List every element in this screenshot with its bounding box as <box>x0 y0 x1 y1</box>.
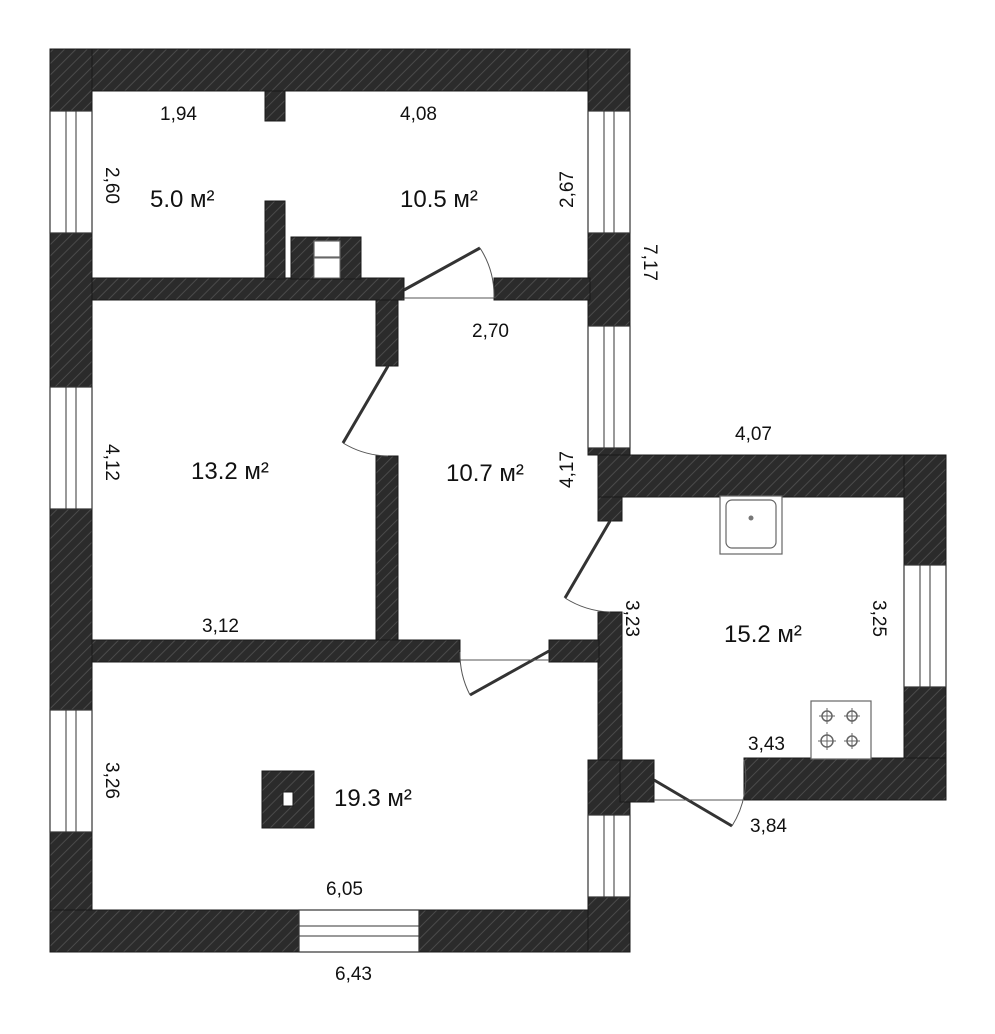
window-kitchen-right <box>903 564 947 688</box>
dim-605: 6,05 <box>326 879 363 900</box>
wall-divider-small-room <box>264 200 286 280</box>
room-area-r4: 10.7 м² <box>446 460 524 487</box>
wall-top-stub <box>264 90 286 122</box>
door-exit <box>653 759 747 828</box>
wall-kitchen-top <box>597 454 947 498</box>
dim-408: 4,08 <box>400 104 437 125</box>
dimension-labels: 1,94 4,08 2,60 2,67 7,17 2,70 4,12 4,17 … <box>101 104 889 985</box>
chimney-opening <box>313 257 341 279</box>
window-left-1 <box>49 110 93 234</box>
dim-643: 6,43 <box>335 964 372 985</box>
chimney-icon <box>313 240 341 258</box>
wall-kitchen-bottom-left <box>619 759 655 803</box>
stove-icon <box>810 700 872 760</box>
wall-kitchen-left-lower <box>597 611 623 761</box>
window-left-3 <box>49 709 93 833</box>
window-right-2 <box>587 325 631 449</box>
room-area-r2: 10.5 м² <box>400 186 478 213</box>
wall-partition-upper-right <box>493 277 591 301</box>
dim-270: 2,70 <box>472 321 509 342</box>
room-area-r1: 5.0 м² <box>150 186 215 213</box>
wall-partition-lower-left <box>91 639 461 663</box>
dim-417: 4,17 <box>557 451 578 488</box>
dim-194: 1,94 <box>160 104 197 125</box>
wall-kitchen-bottom-right <box>743 757 947 801</box>
stove-fixture-icon <box>261 770 315 829</box>
dim-323: 3,23 <box>621 600 642 637</box>
wall-top <box>49 48 631 92</box>
dim-384: 3,84 <box>750 816 787 837</box>
dim-407: 4,07 <box>735 424 772 445</box>
doors <box>341 246 747 828</box>
window-left-2 <box>49 386 93 510</box>
windows <box>49 110 947 953</box>
door-bedroom <box>341 365 390 457</box>
dim-412: 4,12 <box>101 444 122 481</box>
dim-325: 3,25 <box>868 600 889 637</box>
dim-260: 2,60 <box>101 167 122 204</box>
room-area-r3: 13.2 м² <box>191 458 269 485</box>
wall-partition-lower-right <box>548 639 600 663</box>
window-right-1 <box>587 110 631 234</box>
room-area-r6: 19.3 м² <box>334 785 412 812</box>
dim-717: 7,17 <box>639 244 660 281</box>
wall-stub-hall <box>375 299 399 367</box>
window-bottom <box>298 909 420 953</box>
door-living <box>459 649 550 697</box>
room-areas: 5.0 м² 10.5 м² 13.2 м² 10.7 м² 15.2 м² 1… <box>150 186 802 812</box>
door-top-room <box>403 246 495 299</box>
wall-partition-upper-left <box>91 277 405 301</box>
sink-icon <box>719 495 783 555</box>
room-area-r5: 15.2 м² <box>724 621 802 648</box>
dim-267: 2,67 <box>557 171 578 208</box>
wall-bedroom-hall <box>375 455 399 641</box>
dim-343: 3,43 <box>748 734 785 755</box>
walls <box>49 48 947 953</box>
dim-326: 3,26 <box>101 762 122 799</box>
window-right-3 <box>587 814 631 898</box>
dim-312: 3,12 <box>202 616 239 637</box>
door-kitchen <box>563 520 612 613</box>
